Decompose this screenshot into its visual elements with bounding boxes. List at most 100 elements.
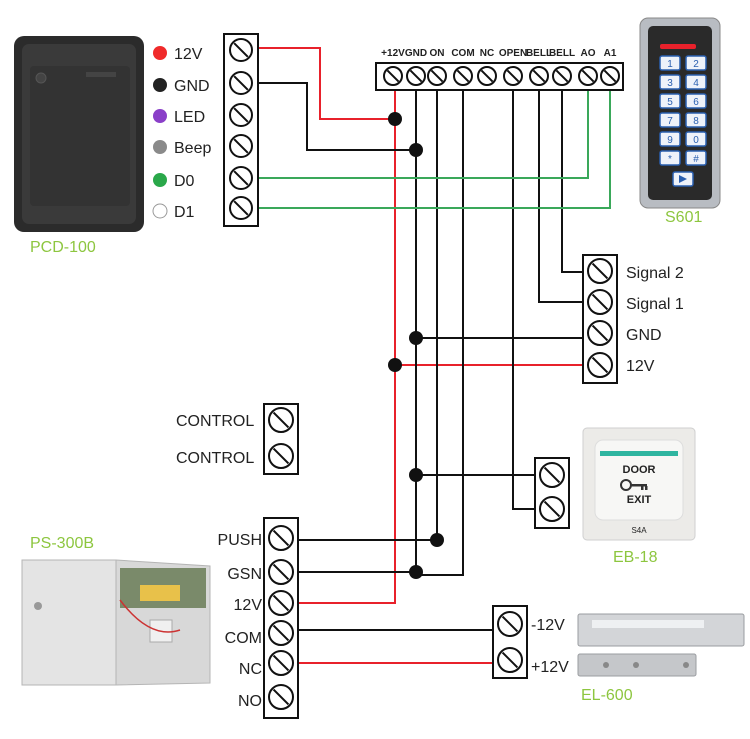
screw-terminal-icon xyxy=(503,66,523,86)
lock-terminal-block: -12V +12V xyxy=(492,605,569,679)
bell-terminal-label: 12V xyxy=(626,358,655,375)
screw-terminal-icon xyxy=(229,166,253,190)
screw-terminal-icon xyxy=(529,66,549,86)
screw-terminal-icon xyxy=(268,650,294,676)
keypad-key: 3 xyxy=(659,74,681,90)
power-supply-name: PS-300B xyxy=(30,535,94,552)
reader-pin-label: GND xyxy=(174,78,210,95)
keypad-terminal-label: BELL xyxy=(526,48,552,59)
keypad-terminal-label: +12V xyxy=(381,48,405,59)
svg-text:3: 3 xyxy=(667,78,673,89)
screw-terminal-icon xyxy=(268,620,294,646)
keypad-key: * xyxy=(659,150,681,166)
bell-terminal-label: Signal 2 xyxy=(626,265,684,282)
pin-dot-gnd xyxy=(153,78,167,92)
reader-pin-label: D0 xyxy=(174,173,195,190)
keypad-key: 7 xyxy=(659,112,681,128)
keypad-key: 6 xyxy=(685,93,707,109)
wire-gnd-bus xyxy=(298,90,417,573)
exit-text-door: DOOR xyxy=(623,464,656,476)
screw-terminal-icon xyxy=(229,71,253,95)
psu-terminal-label: NO xyxy=(238,693,262,710)
junction-dot xyxy=(430,533,444,547)
psu-terminal-label: GSN xyxy=(227,566,262,583)
power-supply-device: PS-300B xyxy=(21,535,211,686)
psu-terminal-label: 12V xyxy=(234,597,263,614)
psu-case xyxy=(21,559,117,686)
junctions xyxy=(388,112,444,579)
keypad-key: 1 xyxy=(659,55,681,71)
screw-terminal-icon xyxy=(552,66,572,86)
keypad-key: 0 xyxy=(685,131,707,147)
screw-terminal-icon xyxy=(600,66,620,86)
reader-pin-label: LED xyxy=(174,109,205,126)
svg-text:0: 0 xyxy=(693,135,699,146)
screw-terminal-icon xyxy=(229,196,253,220)
keypad-terminal-label: BELL xyxy=(549,48,575,59)
lock-magnet xyxy=(577,613,745,647)
exit-button-name: EB-18 xyxy=(613,549,658,566)
keypad-terminal-label: NC xyxy=(480,48,494,59)
screw-terminal-icon xyxy=(268,443,294,469)
junction-dot xyxy=(388,358,402,372)
reader-terminal-block xyxy=(223,33,259,227)
wire-12v-bus xyxy=(298,90,396,604)
wire-12v-reader xyxy=(258,47,395,120)
pin-dot-beep xyxy=(153,140,167,154)
screw-terminal-icon xyxy=(497,611,523,637)
screw-terminal-icon xyxy=(587,352,613,378)
screw-terminal-icon xyxy=(406,66,426,86)
wire-open-exit xyxy=(512,90,535,510)
pin-dot-led xyxy=(153,109,167,123)
svg-text:2: 2 xyxy=(693,59,699,70)
psu-terminal-label: PUSH xyxy=(218,532,262,549)
keypad-terminal-label: COM xyxy=(451,48,474,59)
svg-text:9: 9 xyxy=(667,135,673,146)
wire-bell-signal2 xyxy=(561,90,583,273)
exit-model-mark: S4A xyxy=(631,526,647,535)
bell-terminal-block: Signal 2 Signal 1 GND 12V xyxy=(582,254,684,384)
screw-terminal-icon xyxy=(477,66,497,86)
keypad-key: 4 xyxy=(685,74,707,90)
reader-pin-label: D1 xyxy=(174,204,195,221)
wires xyxy=(258,47,611,664)
pin-dot-12v xyxy=(153,46,167,60)
screw-terminal-icon xyxy=(427,66,447,86)
control-terminal-block: CONTROL CONTROL xyxy=(176,403,299,475)
screw-terminal-icon xyxy=(268,525,294,551)
keypad-key: 2 xyxy=(685,55,707,71)
wire-d1 xyxy=(258,90,611,209)
bell-key-icon xyxy=(672,171,694,187)
bell-terminal-label: GND xyxy=(626,327,662,344)
svg-text:*: * xyxy=(668,154,672,165)
junction-dot xyxy=(409,331,423,345)
screw-terminal-icon xyxy=(539,496,565,522)
psu-terminal-label: COM xyxy=(225,630,262,647)
lock-name: EL-600 xyxy=(581,687,633,704)
keypad-terminal-label: GND xyxy=(405,48,427,59)
screw-terminal-icon xyxy=(453,66,473,86)
lock-device: EL-600 xyxy=(577,613,745,704)
reader-pins: 12V GND LED Beep D0 D1 xyxy=(152,46,211,221)
exit-text-exit: EXIT xyxy=(627,494,652,506)
svg-text:4: 4 xyxy=(693,78,699,89)
screw-terminal-icon xyxy=(268,684,294,710)
reader-led xyxy=(35,72,47,84)
screw-terminal-icon xyxy=(229,38,253,62)
keypad-terminal-label: AO xyxy=(581,48,596,59)
keypad-terminal-label: A1 xyxy=(604,48,617,59)
screw-terminal-icon xyxy=(578,66,598,86)
keypad-terminal-label: ON xyxy=(430,48,445,59)
keypad-key: 8 xyxy=(685,112,707,128)
keypad-key: 9 xyxy=(659,131,681,147)
screw-terminal-icon xyxy=(268,407,294,433)
bell-terminal-label: Signal 1 xyxy=(626,296,684,313)
screw-terminal-icon xyxy=(268,590,294,616)
svg-text:1: 1 xyxy=(667,59,673,70)
screw-terminal-icon xyxy=(383,66,403,86)
svg-text:8: 8 xyxy=(693,116,699,127)
exit-terminal-block xyxy=(534,457,570,529)
